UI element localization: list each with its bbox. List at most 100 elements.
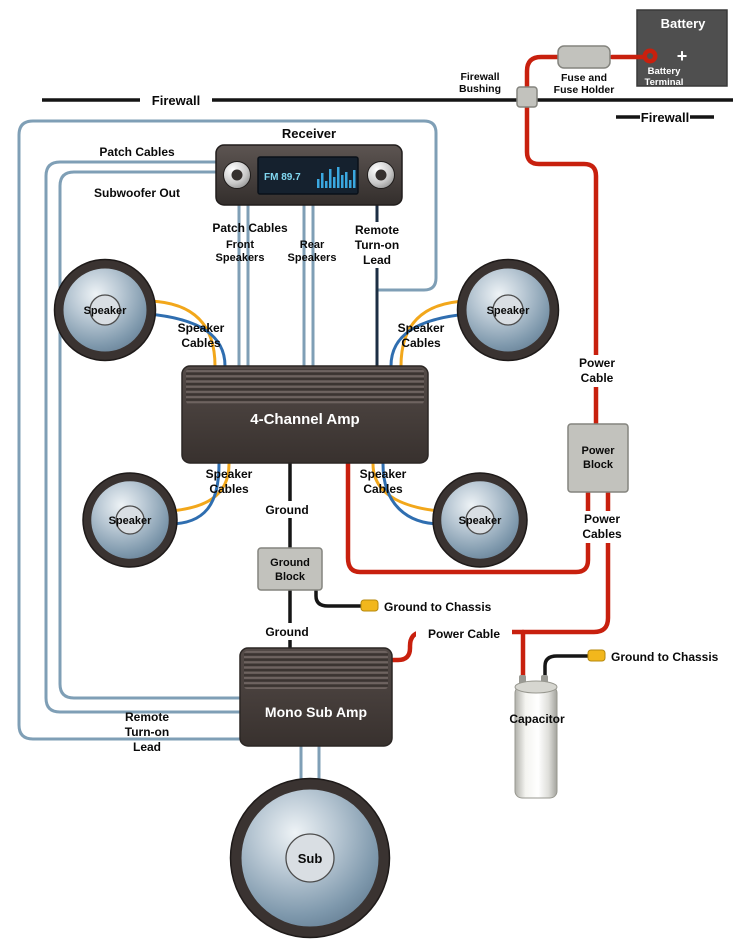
firewall-bushing-box [516,86,538,108]
label-bg-power-cable-mid [416,625,512,642]
power-cable-top-label-line2: Cable [581,371,614,385]
speaker-rim [432,472,528,568]
receiver-volume-knob-center [231,169,243,181]
speaker-rim [53,258,157,362]
label-bg-power-cables [572,511,632,543]
speaker-cable-tl-yellow [148,299,217,368]
chassis-ring-terminal-icon-2 [587,649,606,662]
front-speakers-label-line1: Front [226,239,254,251]
speaker-cable-bl-blue [167,462,221,526]
label-bg-ground-top [255,501,319,518]
sub-dust-cap [285,833,335,883]
ground-block-label-line2: Block [275,571,306,583]
four-channel-amp-title: 4-Channel Amp [250,411,359,428]
speaker-cables-tr-label-line1: Speaker [398,321,445,335]
patch-and-remote-wires [17,119,438,788]
power-cable-mid-label: Power Cable [428,627,500,641]
speaker-cable-br-yellow [371,462,441,513]
battery-terminal-label-line2: Terminal [645,77,684,88]
fuse-holder: Fuse and Fuse Holder [554,45,615,96]
mono-sub-amp: Mono Sub Amp [239,647,393,747]
label-bg-power-cable-top [568,355,626,387]
ground-block-box [257,547,323,591]
remote-lead-left-label-line1: Remote [125,710,169,724]
capacitor: Capacitor [509,675,565,799]
patch-cables-left-label: Patch Cables [99,145,175,159]
bushing-label-line2: Bushing [459,83,501,95]
power-cable-top-label-line1: Power [579,356,615,370]
power-cable-main [524,54,599,427]
battery-plus-sign: + [677,46,688,66]
speaker-cable-tl-blue [146,312,227,368]
label-bg-ground-bottom [255,623,319,640]
speaker-rim [456,258,560,362]
speaker-top-left: Speaker [53,258,157,362]
sub-label: Sub [298,851,323,866]
ground-to-chassis-label-2: Ground to Chassis [611,650,719,664]
speaker-rim [82,472,178,568]
speaker-label: Speaker [84,305,128,317]
remote-lead-top-label-line3: Lead [363,253,391,267]
chassis-ring-terminal-icon-1 [360,599,379,612]
ground-wire-capacitor-to-chassis [543,654,590,680]
bushing-label-line1: Firewall [460,71,499,83]
rear-speakers-label-line2: Speakers [288,252,337,264]
speaker-bottom-left: Speaker [82,472,178,568]
subwoofer-out-label: Subwoofer Out [94,186,180,200]
power-cables-label-line1: Power [584,512,620,526]
power-block: Power Block [567,423,629,493]
capacitor-top [514,680,558,694]
subwoofer: Sub [229,777,391,939]
speaker-cables-tr-label-line2: Cables [401,336,441,350]
battery-box [636,9,728,87]
remote-lead-top-label-line2: Turn-on [355,238,399,252]
battery-terminal-label-line1: Battery [648,66,681,77]
ground-bottom-label: Ground [265,625,308,639]
speaker-dust-cap [115,505,145,535]
speaker-top-right: Speaker [456,258,560,362]
receiver-display-text: FM 89.7 [264,172,301,183]
battery-title: Battery [661,16,707,31]
capacitor-body [514,685,558,799]
speaker-cables-br-label-line2: Cables [363,482,403,496]
speaker-dust-cap [492,294,524,326]
fuse-label-line2: Fuse Holder [554,84,615,96]
firewall-label-left: Firewall [152,93,200,108]
spectrum-bars-icon [317,167,356,188]
mono-sub-amp-heatsink [244,651,388,689]
firewall-label-right: Firewall [641,110,689,125]
label-bg-remote-top [348,222,406,268]
power-block-label-line1: Power [581,445,615,457]
speaker-dust-cap [465,505,495,535]
ground-wire-block-to-chassis [314,588,363,608]
receiver: FM 89.7 [215,144,403,206]
speaker-cable-tr-blue [389,312,470,368]
speaker-cables-tl-label-line2: Cables [181,336,221,350]
speaker-cables-bl-label-line2: Cables [209,482,249,496]
speaker-label: Speaker [459,515,503,527]
ground-to-chassis-label-1: Ground to Chassis [384,600,492,614]
remote-lead-left-label-line2: Turn-on [125,725,169,739]
sub-rim [229,777,391,939]
speaker-dust-cap [89,294,121,326]
capacitor-label: Capacitor [509,712,565,726]
power-wires [345,54,611,683]
fuse-label-line1: Fuse and [561,72,607,84]
battery-ring-terminal-hole [647,53,653,59]
power-cable-to-4ch-amp [345,460,591,575]
speaker-bottom-right: Speaker [432,472,528,568]
subwoofer-patch-cable-2 [58,170,244,700]
speaker-cables [146,299,470,526]
power-block-label-line2: Block [583,459,614,471]
power-cables-label-line2: Cables [582,527,622,541]
speaker-cable-br-blue [381,462,443,526]
remote-lead-left-label-line3: Lead [133,740,161,754]
receiver-title: Receiver [282,126,336,141]
remote-lead-loop-wire [17,119,438,741]
label-bg-firewall-left [140,92,212,109]
speaker-cable-tr-yellow [399,299,468,368]
speaker-cables-br-label-line1: Speaker [360,467,407,481]
ground-block: Ground Block [257,547,323,591]
